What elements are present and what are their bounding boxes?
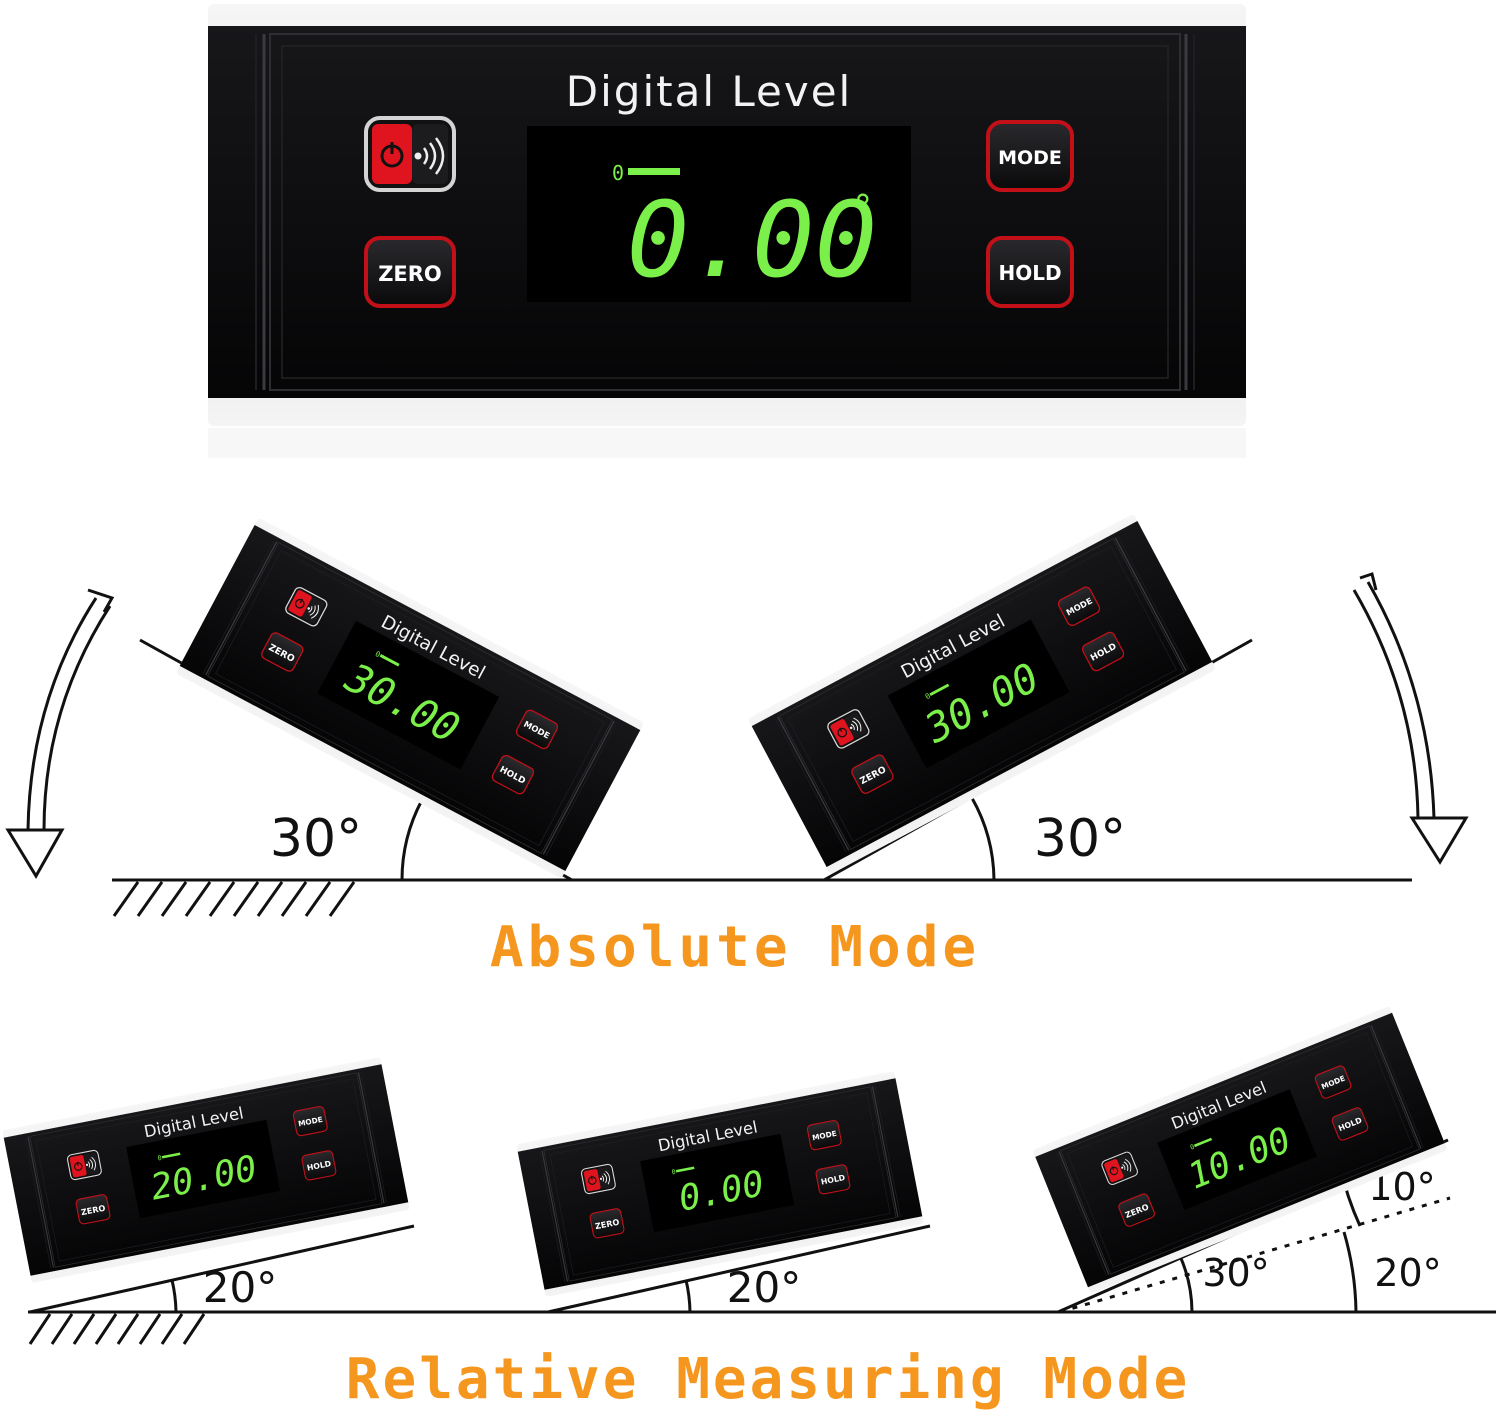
- zero-button[interactable]: ZERO: [364, 236, 456, 308]
- left-angle-arc: [400, 799, 424, 881]
- mode-button[interactable]: MODE: [986, 120, 1074, 192]
- mode-button-label: MODE: [998, 147, 1062, 169]
- relative-one-angle-label: 20°: [203, 1263, 277, 1312]
- relative-two-arc: [684, 1279, 692, 1313]
- relative-two-device: Digital Level ZERO MODE HOLD 0.00 0: [515, 1070, 925, 1298]
- relative-two-slope: [547, 1224, 931, 1314]
- svg-text:0: 0: [157, 1154, 162, 1163]
- relative-mode-diagram: 20° 20° 10° 30° 20° Digital Level ZERO M…: [1, 1005, 1496, 1412]
- relative-one-arc: [170, 1279, 178, 1313]
- absolute-mode-caption: Absolute Mode: [490, 915, 980, 980]
- device-title: Digital Level: [566, 67, 852, 116]
- right-angle-label: 30°: [1034, 809, 1126, 869]
- relative-three-dotted-line: [1059, 1196, 1451, 1314]
- svg-text:0: 0: [1189, 1143, 1196, 1152]
- power-icon: [380, 142, 404, 168]
- relative-one-zero-label: ZERO: [80, 1203, 106, 1218]
- power-button[interactable]: [364, 116, 456, 192]
- right-angle-arc: [970, 797, 996, 881]
- right-curved-arrow: [1352, 572, 1469, 865]
- lcd-level-bar: [628, 168, 680, 175]
- lcd-reading: 0.00: [627, 179, 877, 301]
- relative-three-arc-bottom-left: [1178, 1255, 1194, 1313]
- relative-two-angle-label: 20°: [727, 1263, 801, 1312]
- left-angle-label: 30°: [270, 809, 362, 869]
- svg-text:0: 0: [671, 1168, 676, 1177]
- relative-two-zero-label: ZERO: [594, 1217, 620, 1232]
- relative-ground-hatching: [28, 1313, 206, 1345]
- relative-three-angle-bottom-left: 30°: [1202, 1251, 1269, 1295]
- left-curved-arrow: [5, 588, 115, 879]
- lcd-screen: [527, 126, 911, 302]
- lcd-degree-symbol: °: [852, 188, 874, 229]
- hold-button-label: HOLD: [998, 261, 1061, 285]
- hold-button[interactable]: HOLD: [986, 236, 1074, 308]
- absolute-mode-diagram: 30° 30° Digital Level ZERO MODE HOLD 30.…: [5, 512, 1469, 980]
- relative-one-slope: [29, 1224, 415, 1314]
- relative-one-device: Digital Level ZERO MODE HOLD 20.00 0: [1, 1056, 411, 1284]
- ground-hatching: [112, 881, 356, 917]
- wireless-icon: [414, 137, 445, 175]
- svg-text:0: 0: [374, 649, 383, 659]
- absolute-left-device: Digital Level ZERO MODE HOLD 30.00 0: [175, 516, 645, 880]
- relative-three-angle-bottom-right: 20°: [1374, 1251, 1441, 1295]
- relative-mode-caption: Relative Measuring Mode: [346, 1347, 1190, 1412]
- svg-text:0: 0: [924, 691, 933, 701]
- lcd-indicator-zero: 0: [612, 161, 624, 185]
- zero-button-label: ZERO: [378, 262, 442, 286]
- relative-three-arc-bottom-right: [1342, 1231, 1358, 1313]
- main-digital-level: Digital Level 0 0.00 ° ZERO MODE: [208, 4, 1246, 426]
- device-reflection: [208, 428, 1246, 458]
